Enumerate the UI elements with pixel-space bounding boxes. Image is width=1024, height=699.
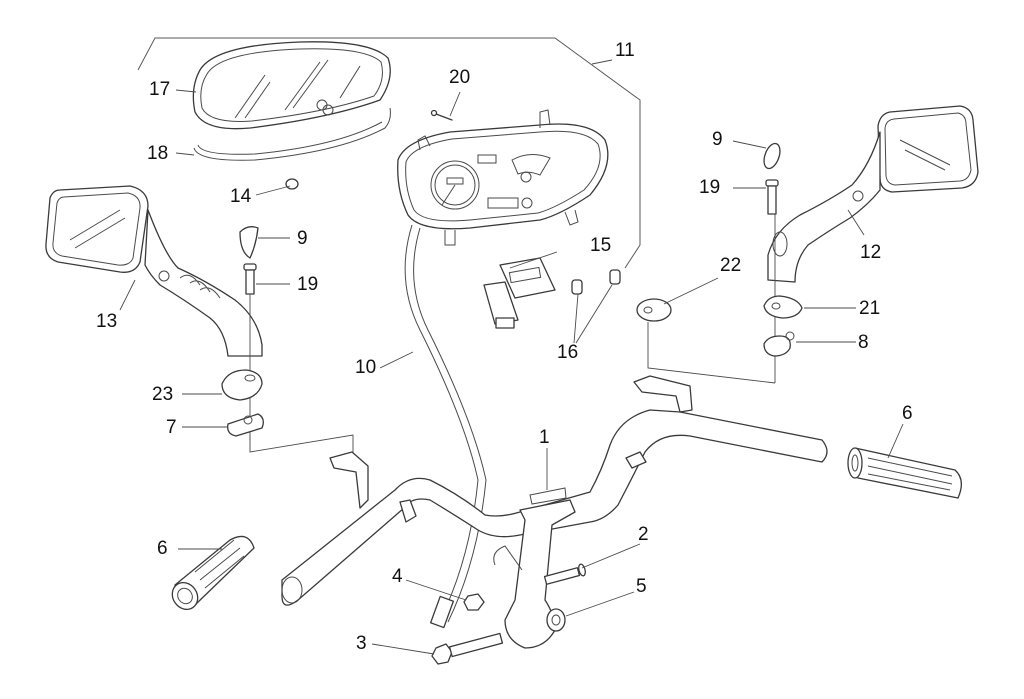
cover-left [221,369,263,401]
callout-2: 2 [638,524,649,545]
callout-16: 16 [557,342,579,363]
cap-left [239,226,259,259]
knob [285,178,299,190]
instrument-lens [192,41,391,130]
callout-12: 12 [860,242,882,263]
callout-19-left: 19 [297,274,319,295]
mount-right-guide [647,322,776,384]
clamp-bolt [431,632,504,665]
assembly-11-bracket [137,37,641,269]
odometer-module [483,257,556,329]
nut [463,593,485,611]
cover-right [763,295,803,319]
speedometer-cable [404,224,487,629]
bulb-holders [571,269,621,295]
callout-8: 8 [858,332,869,353]
mount-left-guide [249,434,354,460]
callout-10: 10 [355,357,377,378]
lens-gasket [193,107,391,161]
grip-right [847,447,962,499]
callout-5: 5 [636,576,647,597]
callout-19-right: 19 [699,177,721,198]
callout-21: 21 [859,298,881,319]
grip-left [171,535,255,611]
callout-20: 20 [449,67,471,88]
callout-22: 22 [720,255,742,276]
callout-18: 18 [147,143,169,164]
callout-6-right: 6 [902,403,913,424]
callout-1: 1 [539,427,550,448]
self-locking-nut [546,608,566,632]
callout-11: 11 [615,40,635,61]
callout-15: 15 [590,235,612,256]
cap-right [763,142,781,170]
leader-lines [119,59,904,655]
handlebar [281,375,828,649]
mirror-right [767,105,979,283]
callout-9-right: 9 [712,129,723,150]
callout-9-left: 9 [297,228,308,249]
callout-6-left: 6 [157,538,168,559]
screw-left [243,263,257,440]
cluster-screw [430,109,453,121]
callout-7: 7 [166,417,177,438]
mirror-left [45,185,263,357]
callout-17: 17 [149,79,171,100]
mirror-mount-left [227,413,264,437]
callout-4: 4 [392,566,403,587]
callout-23: 23 [152,384,174,405]
washer [636,298,672,322]
mirror-mount-right [763,331,795,357]
callout-3: 3 [356,633,367,654]
callout-14: 14 [230,186,252,207]
instrument-cluster [397,109,609,246]
callout-13: 13 [96,311,118,332]
bolt [543,563,586,585]
